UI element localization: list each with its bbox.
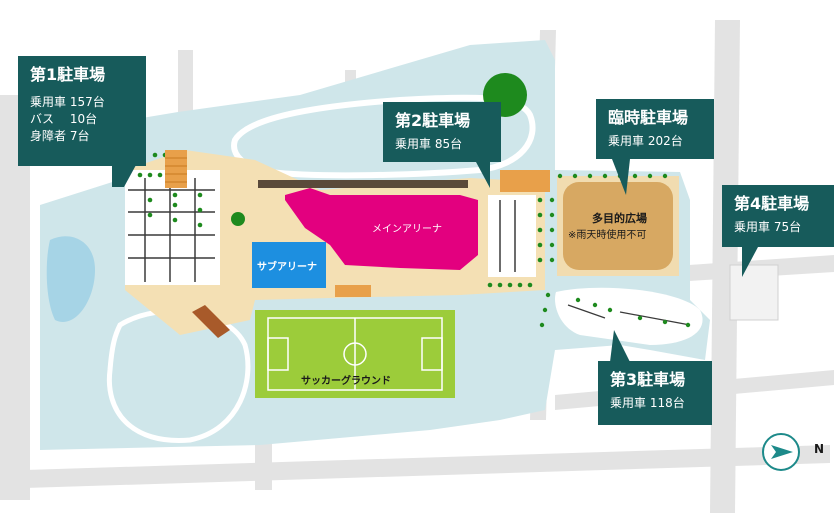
- temp-parking-title: 臨時駐車場: [608, 108, 689, 127]
- sub-arena-shape: [252, 242, 326, 288]
- parking-1-pointer: [112, 165, 136, 187]
- north-arrow-icon: [771, 445, 793, 459]
- parking-1-line: バス 10台: [30, 112, 98, 126]
- stairs: [192, 305, 230, 338]
- parking-lot-3: [539, 287, 703, 345]
- soccer-ground: [255, 310, 455, 398]
- parking-lot-2: [487, 170, 550, 288]
- parking-lot-1: [125, 150, 220, 285]
- temp-parking-line: 乗用車 202台: [608, 134, 683, 148]
- temp-parking-callout: 臨時駐車場 乗用車 202台: [596, 99, 714, 159]
- parking-4-line: 乗用車 75台: [734, 220, 802, 234]
- multi-field-label: 多目的広場: [592, 212, 647, 225]
- parking-3-line: 乗用車 118台: [610, 396, 685, 410]
- main-arena-label: メインアリーナ: [372, 224, 442, 235]
- parking-2-title: 第2駐車場: [395, 111, 471, 130]
- parking-4-pointer: [742, 247, 762, 277]
- main-arena-shape: [285, 188, 478, 270]
- parking-3-pointer: [610, 330, 630, 362]
- pond: [46, 236, 95, 322]
- parking-1-title: 第1駐車場: [30, 65, 106, 84]
- arena-canopy: [258, 180, 468, 188]
- multi-field-note: ※雨天時使用不可: [568, 230, 647, 241]
- parking-4-title: 第4駐車場: [734, 194, 810, 213]
- parking-1-line: 乗用車 157台: [30, 95, 105, 109]
- parking-4-callout: 第4駐車場 乗用車 75台: [722, 185, 834, 247]
- temp-parking-pointer: [612, 159, 630, 195]
- soccer-ground-label: サッカーグラウンド: [301, 376, 391, 387]
- parking-3-title: 第3駐車場: [610, 370, 686, 389]
- parking-1-line: 身障者 7台: [30, 129, 90, 143]
- sub-arena-label: サブアリーナ: [257, 262, 317, 273]
- stairs: [335, 285, 371, 297]
- parking-3-callout: 第3駐車場 乗用車 118台: [598, 361, 712, 425]
- compass: [762, 433, 800, 471]
- parking-2-pointer: [470, 162, 490, 188]
- compass-north-label: N: [814, 442, 825, 456]
- parking-2-callout: 第2駐車場 乗用車 85台: [383, 102, 501, 162]
- parking-1-callout: 第1駐車場 乗用車 157台 バス 10台 身障者 7台: [18, 56, 146, 166]
- parking-2-line: 乗用車 85台: [395, 137, 463, 151]
- tree: [231, 212, 245, 226]
